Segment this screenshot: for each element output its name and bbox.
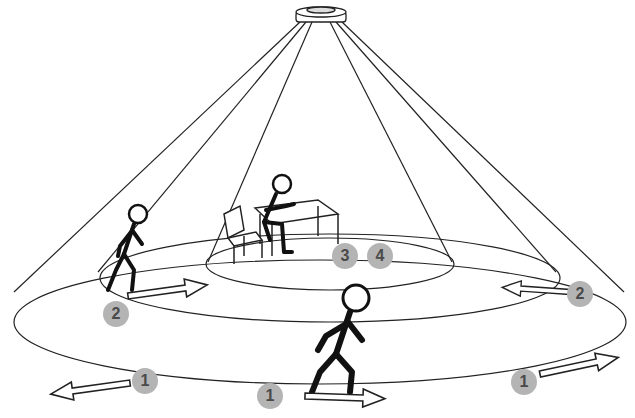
callout-number: 2 [567, 281, 593, 307]
walking-person [312, 285, 369, 392]
callout-number: 3 [332, 243, 358, 269]
cone-line [14, 22, 300, 292]
callout-number: 1 [132, 368, 158, 394]
callout-number: 4 [367, 243, 393, 269]
cone-line [208, 22, 312, 262]
chair [224, 206, 262, 264]
callout-number: 1 [511, 369, 537, 395]
callout-number: 1 [257, 383, 283, 409]
inner-zone [206, 238, 454, 290]
seated-person [264, 175, 294, 252]
movement-arrow [50, 276, 621, 408]
middle-zone [100, 234, 560, 322]
desk [255, 200, 338, 256]
cone-line [98, 22, 306, 272]
walking-person [108, 205, 147, 290]
ceiling-sensor [296, 7, 346, 22]
cone-line [330, 22, 452, 262]
cone-line [342, 22, 624, 292]
callout-number: 2 [103, 301, 129, 327]
